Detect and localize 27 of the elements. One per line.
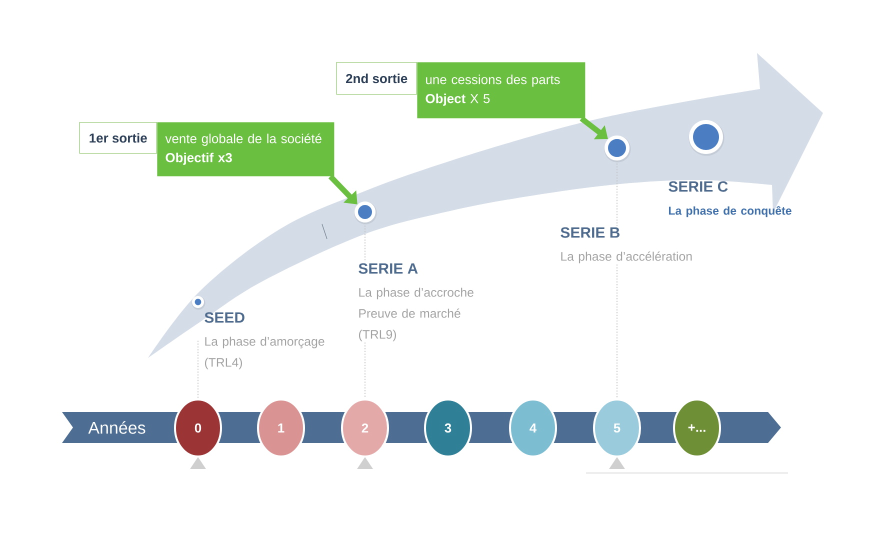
phase-description: Preuve de marché (TRL9)	[358, 308, 460, 342]
phase-description: La phase d’amorçage (TRL4)	[204, 336, 324, 370]
label-box: 1er sortie	[79, 122, 157, 154]
label-box: 2nd sortie	[336, 62, 417, 95]
callout-subtext: Objectif x3	[166, 152, 232, 165]
dotted-line	[364, 342, 366, 399]
dotted-line	[364, 222, 366, 262]
milestone-dot	[688, 120, 724, 156]
phase-description: La phase d’accélération	[561, 252, 692, 264]
dotted-line	[616, 264, 618, 399]
milestone-dot	[192, 296, 206, 310]
callout-text: une cessions des parts	[426, 74, 560, 87]
callout-box	[157, 122, 334, 176]
arrow	[580, 116, 608, 140]
phase-heading: SEED	[204, 312, 244, 323]
milestone-dot	[604, 136, 631, 162]
phase-heading: SERIE A	[358, 263, 418, 274]
dotted-line	[616, 160, 618, 226]
phase-description: La phase de conquête	[668, 206, 792, 218]
phase-heading: SERIE C	[668, 181, 728, 192]
callout-box	[417, 62, 586, 118]
phase-description: La phase d’accroche	[359, 288, 474, 300]
arrow	[328, 174, 358, 204]
callout-subtext: Object X 5	[426, 94, 490, 106]
phase-heading: SERIE B	[560, 227, 620, 238]
callout-text: vente globale de la société	[165, 134, 322, 146]
milestone-dot	[354, 202, 377, 224]
